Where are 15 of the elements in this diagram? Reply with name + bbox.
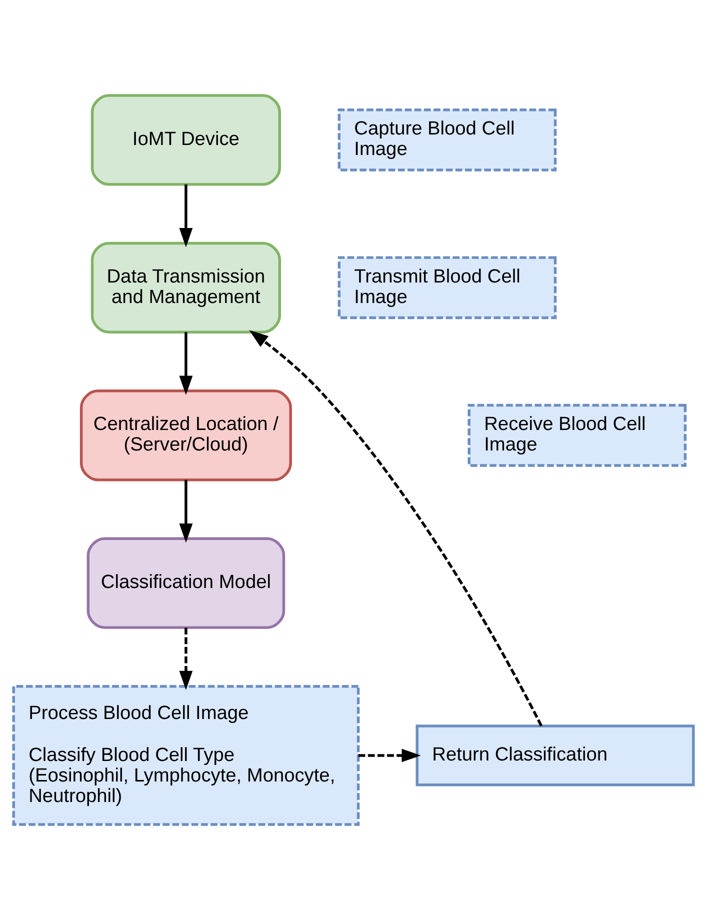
arrow bbox=[179, 479, 193, 542]
arrow bbox=[358, 748, 421, 762]
node-box: Capture Blood Cell Image bbox=[338, 108, 557, 171]
arrow bbox=[249, 330, 543, 726]
node-box: IoMT Device bbox=[90, 94, 281, 186]
node-box: Process Blood Cell Image Classify Blood Cell Type (Eosinophil, Lymphocyte, Monocyte, Neutrophil) bbox=[12, 684, 360, 826]
arrow bbox=[179, 184, 193, 247]
node-box: Data Transmission and Management bbox=[90, 241, 281, 333]
node-box: Receive Blood Cell Image bbox=[468, 403, 687, 466]
node-box: Classification Model bbox=[86, 536, 286, 628]
arrow bbox=[179, 332, 193, 394]
arrow bbox=[179, 627, 193, 690]
node-box: Centralized Location / (Server/Cloud) bbox=[80, 389, 292, 481]
node-box: Transmit Blood Cell Image bbox=[338, 256, 557, 319]
node-box: Return Classification bbox=[416, 724, 695, 786]
